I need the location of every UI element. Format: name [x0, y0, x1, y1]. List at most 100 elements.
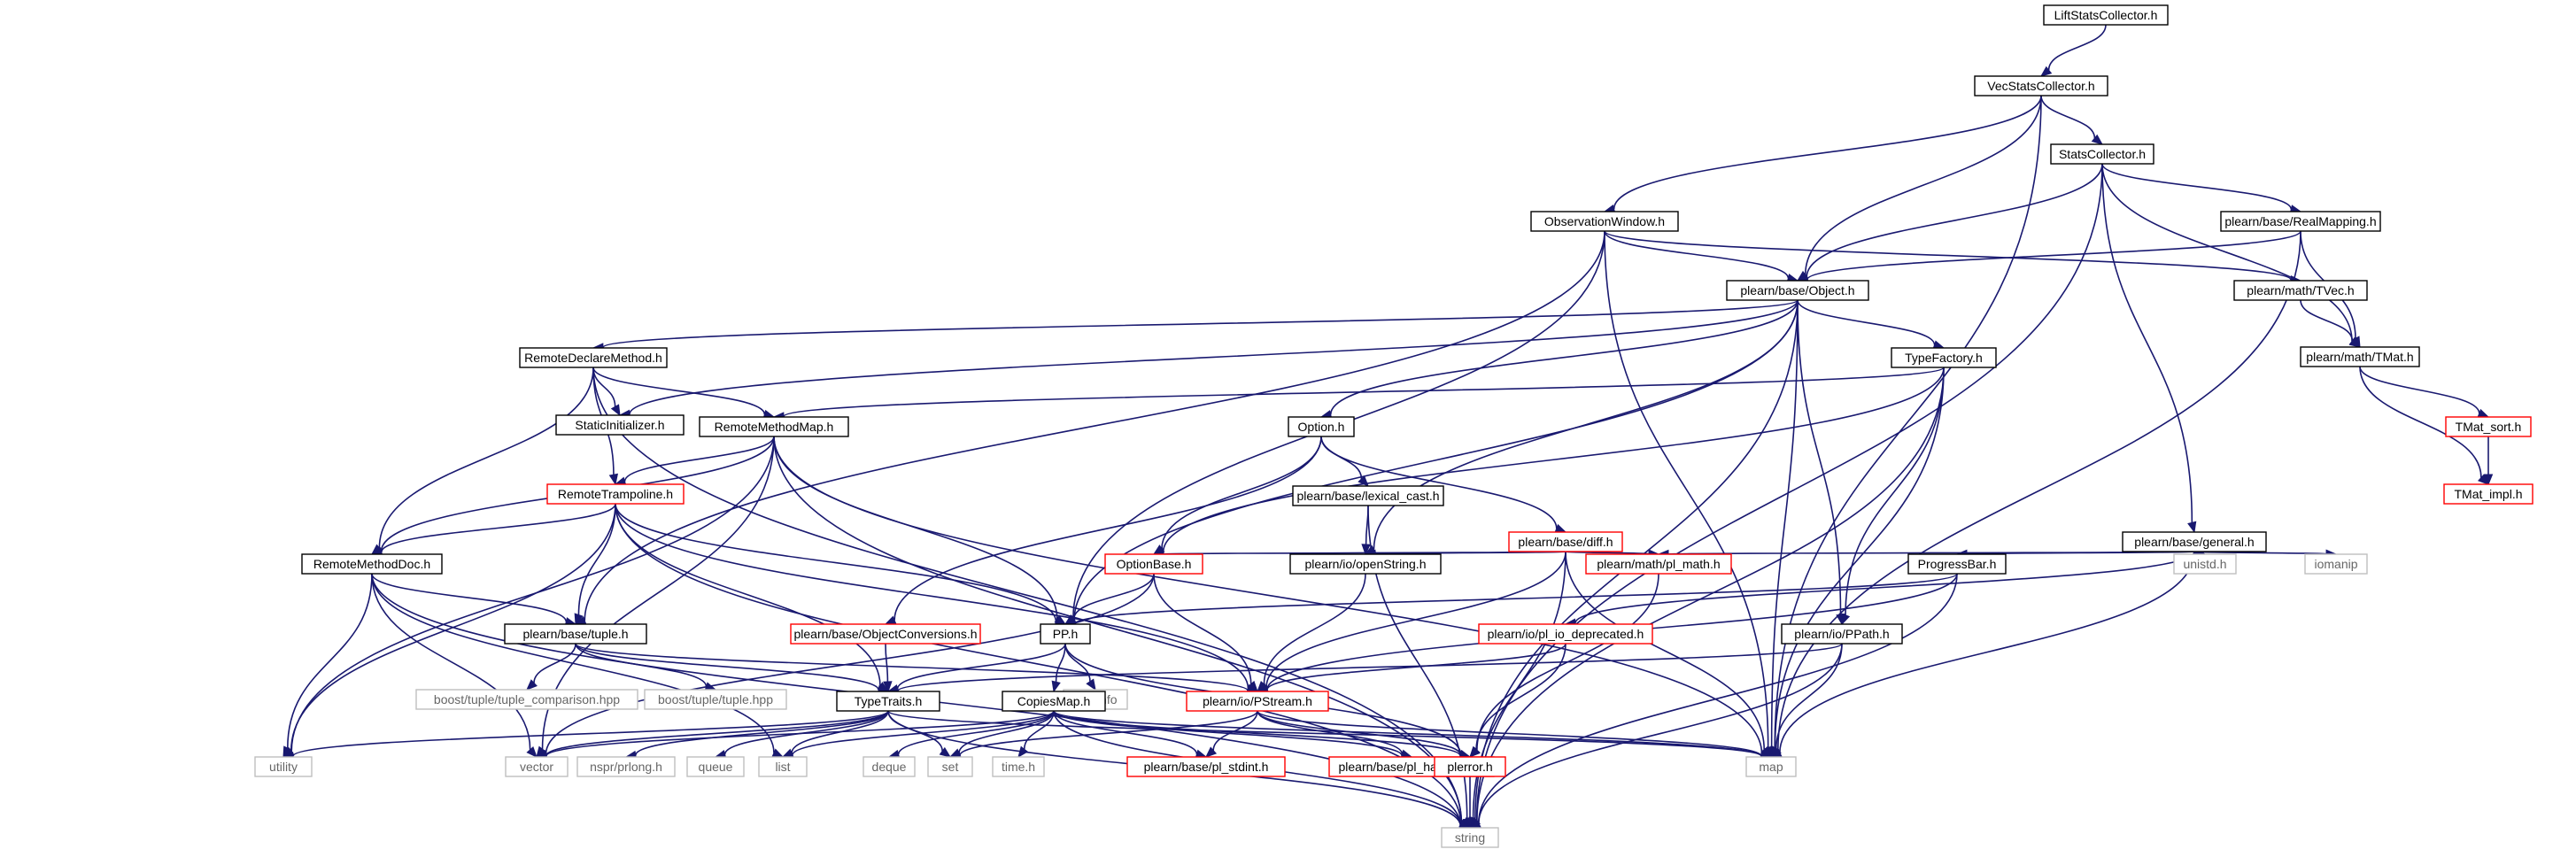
- node-tmat[interactable]: plearn/math/TMat.h: [2300, 346, 2420, 367]
- edge-n_ppath-to-n_string: [1478, 643, 1843, 824]
- node-progress[interactable]: ProgressBar.h: [1907, 553, 2007, 575]
- node-box: [1002, 691, 1106, 712]
- node-utility[interactable]: utility: [254, 756, 313, 777]
- node-pstream[interactable]: plearn/io/PStream.h: [1186, 691, 1329, 712]
- node-realmap[interactable]: plearn/base/RealMapping.h: [2220, 211, 2381, 232]
- arrowhead-n_plerror-to-n_string: [1465, 817, 1475, 830]
- edge-n_stats-to-n_object: [1806, 163, 2103, 278]
- node-tmatsort[interactable]: TMat_sort.h: [2445, 416, 2532, 437]
- node-unistd[interactable]: unistd.h: [2173, 553, 2237, 575]
- node-typetraits[interactable]: TypeTraits.h: [836, 691, 940, 712]
- node-box: [686, 756, 745, 777]
- node-obswin[interactable]: ObservationWindow.h: [1530, 211, 1679, 232]
- node-general[interactable]: plearn/base/general.h: [2122, 531, 2267, 552]
- node-queue[interactable]: queue: [686, 756, 745, 777]
- node-label: map: [1759, 760, 1783, 774]
- edge-n_rmdoc-to-n_list: [371, 573, 775, 753]
- node-label: OptionBase.h: [1117, 557, 1192, 571]
- node-tuplecmp[interactable]: boost/tuple/tuple_comparison.hpp: [415, 689, 638, 710]
- node-box: [1186, 691, 1329, 712]
- node-set[interactable]: set: [927, 756, 973, 777]
- node-box: [415, 689, 638, 710]
- node-rtramp[interactable]: RemoteTrampoline.h: [546, 483, 685, 505]
- node-tmatimpl[interactable]: TMat_impl.h: [2443, 483, 2533, 505]
- node-label: string: [1455, 830, 1485, 845]
- edge-n_rmm-to-n_string: [773, 436, 1463, 823]
- node-rdm[interactable]: RemoteDeclareMethod.h: [519, 347, 668, 368]
- node-tuple[interactable]: plearn/base/tuple.h: [504, 623, 647, 645]
- edge-n_optbase-to-n_vector: [545, 573, 1155, 754]
- node-box: [2173, 553, 2237, 575]
- node-box: [576, 756, 676, 777]
- node-rmdoc[interactable]: RemoteMethodDoc.h: [301, 553, 443, 575]
- node-diff[interactable]: plearn/base/diff.h: [1508, 531, 1623, 552]
- edge-n_typetraits-to-n_nspr: [635, 710, 889, 756]
- node-label: PP.h: [1053, 627, 1079, 641]
- edge-n_object-to-n_ppath: [1797, 299, 1842, 615]
- node-label: plearn/io/pl_io_deprecated.h: [1488, 627, 1644, 641]
- edge-n_rmdoc-to-n_utility: [286, 573, 373, 749]
- node-nspr[interactable]: nspr/prlong.h: [576, 756, 676, 777]
- node-label: plearn/math/TMat.h: [2306, 350, 2413, 364]
- node-box: [2122, 531, 2267, 552]
- node-rmm[interactable]: RemoteMethodMap.h: [699, 416, 849, 437]
- node-stats[interactable]: StatsCollector.h: [2050, 143, 2154, 165]
- node-lift[interactable]: LiftStatsCollector.h: [2043, 4, 2169, 26]
- node-vector[interactable]: vector: [505, 756, 569, 777]
- node-lexcast[interactable]: plearn/base/lexical_cast.h: [1292, 485, 1444, 506]
- node-label: plearn/math/TVec.h: [2247, 283, 2354, 297]
- node-box: [1104, 553, 1203, 575]
- node-box: [1974, 75, 2108, 97]
- node-option[interactable]: Option.h: [1288, 416, 1355, 437]
- node-typefac[interactable]: TypeFactory.h: [1891, 347, 1997, 368]
- node-ppath[interactable]: plearn/io/PPath.h: [1781, 623, 1903, 645]
- node-object[interactable]: plearn/base/Object.h: [1726, 280, 1869, 301]
- arrowhead-n_pp-to-n_typeinfo: [1086, 678, 1096, 691]
- edge-n_object-to-n_openstr: [1373, 299, 1799, 550]
- edge-n_stats-to-n_string: [1475, 163, 2103, 822]
- node-iomanip[interactable]: iomanip: [2304, 553, 2368, 575]
- node-label: RemoteMethodDoc.h: [313, 557, 430, 571]
- node-optbase[interactable]: OptionBase.h: [1104, 553, 1203, 575]
- node-map[interactable]: map: [1745, 756, 1797, 777]
- node-pliodep[interactable]: plearn/io/pl_io_deprecated.h: [1478, 623, 1653, 645]
- node-plmath[interactable]: plearn/math/pl_math.h: [1585, 553, 1732, 575]
- node-box: [546, 483, 685, 505]
- node-list[interactable]: list: [758, 756, 808, 777]
- node-label: LiftStatsCollector.h: [2054, 8, 2158, 22]
- node-box: [1478, 623, 1653, 645]
- node-label: RemoteDeclareMethod.h: [524, 351, 662, 365]
- node-openstr[interactable]: plearn/io/openString.h: [1289, 553, 1442, 575]
- edge-n_pstream-to-n_set: [959, 710, 1258, 756]
- edge-n_copiesmap-to-n_time: [1023, 710, 1055, 750]
- node-stdint[interactable]: plearn/base/pl_stdint.h: [1126, 756, 1286, 777]
- edge-n_rtramp-to-n_tuple: [577, 503, 616, 615]
- node-time[interactable]: time.h: [992, 756, 1045, 777]
- node-box: [2445, 416, 2532, 437]
- node-vec[interactable]: VecStatsCollector.h: [1974, 75, 2108, 97]
- arrowhead-n_pstream-to-n_stdint: [1205, 746, 1218, 758]
- node-pp[interactable]: PP.h: [1040, 623, 1091, 645]
- edge-n_rmm-to-n_rtramp: [623, 436, 775, 483]
- node-staticinit[interactable]: StaticInitializer.h: [555, 414, 685, 436]
- node-string[interactable]: string: [1441, 827, 1499, 848]
- edge-n_vec-to-n_stats: [2040, 95, 2096, 139]
- node-box: [2043, 4, 2169, 26]
- node-box: [992, 756, 1045, 777]
- node-box: [504, 623, 647, 645]
- node-box: [1434, 756, 1506, 777]
- node-objconv[interactable]: plearn/base/ObjectConversions.h: [790, 623, 981, 645]
- arrowhead-n_ppath-to-n_map: [1770, 745, 1781, 759]
- node-deque[interactable]: deque: [863, 756, 916, 777]
- node-box: [836, 691, 940, 712]
- node-box: [1292, 485, 1444, 506]
- node-tuplehpp[interactable]: boost/tuple/tuple.hpp: [644, 689, 787, 710]
- edge-n_copiesmap-to-n_deque: [897, 710, 1055, 755]
- node-box: [1126, 756, 1286, 777]
- node-label: plearn/base/tuple.h: [522, 627, 628, 641]
- node-tvec[interactable]: plearn/math/TVec.h: [2233, 280, 2368, 301]
- node-plerror[interactable]: plerror.h: [1434, 756, 1506, 777]
- arrowhead-n_pp-to-n_copiesmap: [1051, 680, 1061, 693]
- node-copiesmap[interactable]: CopiesMap.h: [1002, 691, 1106, 712]
- node-label: plearn/base/pl_stdint.h: [1144, 760, 1269, 774]
